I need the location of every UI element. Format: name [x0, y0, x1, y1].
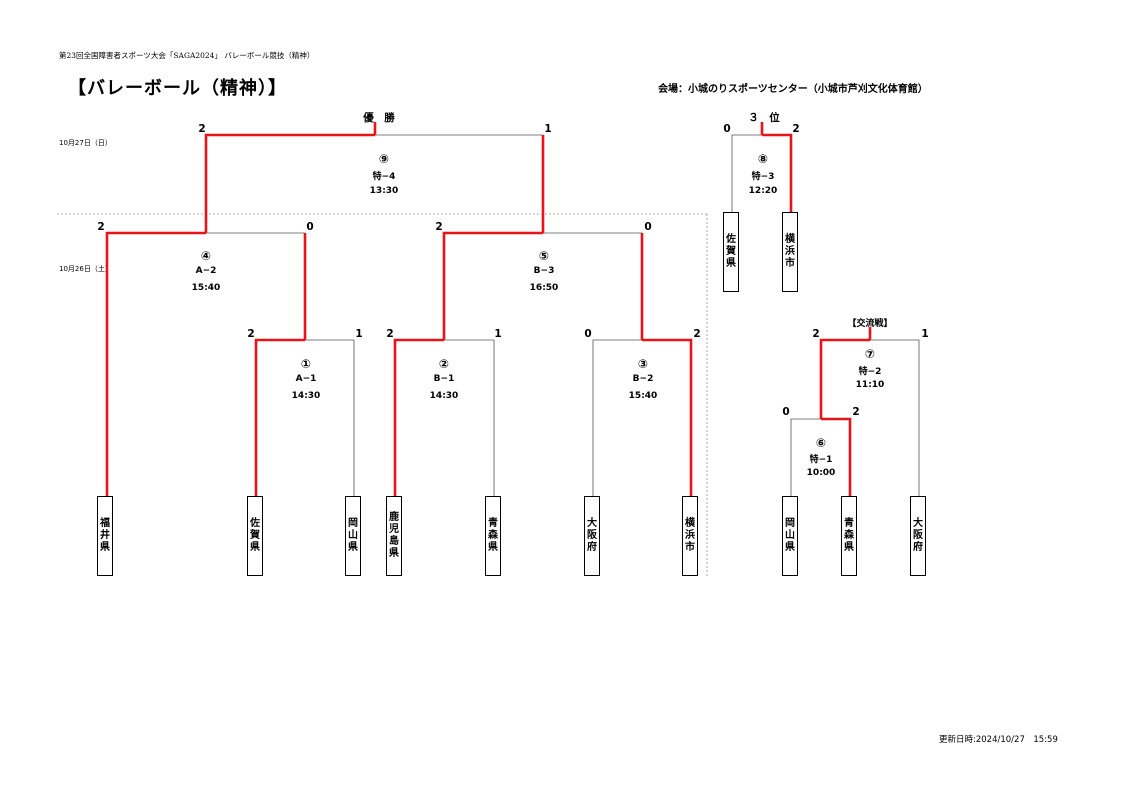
- m1-score-right: 1: [355, 328, 363, 340]
- m4-time: 15:40: [191, 283, 221, 293]
- m3-code: B−2: [632, 374, 654, 384]
- m6-score-right: 2: [852, 406, 860, 418]
- m6-score-left: 0: [782, 406, 790, 418]
- team-name: 青森県: [844, 518, 854, 553]
- m5-score-right: 0: [644, 221, 652, 233]
- m2-code: B−1: [433, 374, 455, 384]
- m3-time: 15:40: [628, 391, 658, 401]
- m7-loser-line: [870, 339, 920, 497]
- m2-loser-line: [444, 339, 495, 497]
- team-box-kagoshima: 鹿児島県: [386, 496, 402, 576]
- m7-winner-line: [819, 338, 870, 419]
- date-day1: 10月26日（土）: [59, 265, 112, 273]
- m1-code: A−1: [295, 374, 317, 384]
- m9-code: 特−4: [372, 172, 396, 182]
- third-place-label: ３ 位: [748, 112, 780, 124]
- team-name: 青森県: [488, 518, 498, 553]
- team-name: 岡山県: [785, 518, 795, 553]
- m8-code: 特−3: [751, 172, 775, 182]
- m1-number: ①: [300, 357, 312, 371]
- team-name: 佐賀県: [726, 234, 736, 269]
- m3-loser-line: [592, 339, 642, 497]
- m4-score-right: 0: [306, 221, 314, 233]
- page-title: 【バレーボール（精神）】: [68, 78, 287, 99]
- m4-number: ④: [200, 249, 212, 263]
- champion-label: 優 勝: [363, 112, 395, 124]
- exchange-label: 【交流戦】: [847, 319, 893, 329]
- m8-time: 12:20: [748, 186, 778, 196]
- team-name: 横浜市: [785, 234, 795, 269]
- m9-score-left: 2: [198, 123, 206, 135]
- m1-score-left: 2: [247, 328, 255, 340]
- m7-number: ⑦: [864, 347, 876, 361]
- m3-number: ③: [637, 357, 649, 371]
- m7-code: 特−2: [858, 367, 882, 377]
- team-box-aomori: 青森県: [485, 496, 501, 576]
- m6-time: 10:00: [806, 468, 836, 478]
- m2-score-right: 1: [494, 328, 502, 340]
- m8-winner-line: [762, 133, 793, 213]
- m6-number: ⑥: [815, 436, 827, 450]
- m5-code: B−3: [533, 266, 555, 276]
- team-box-exchange-osaka: 大阪府: [910, 496, 926, 576]
- team-box-saga: 佐賀県: [247, 496, 263, 576]
- team-box-exchange-aomori: 青森県: [841, 496, 857, 576]
- team-name: 鹿児島県: [389, 512, 399, 559]
- m1-time: 14:30: [291, 391, 321, 401]
- m4-winner-line: [105, 231, 206, 497]
- m7-time: 11:10: [855, 380, 885, 390]
- m5-number: ⑤: [538, 249, 550, 263]
- m4-code: A−2: [195, 266, 217, 276]
- m5-time: 16:50: [529, 283, 559, 293]
- m2-time: 14:30: [429, 391, 459, 401]
- team-box-exchange-okayama: 岡山県: [782, 496, 798, 576]
- m8-number: ⑧: [757, 152, 769, 166]
- m6-loser-line: [790, 418, 821, 497]
- m7-score-left: 2: [812, 328, 820, 340]
- team-box-third-yokohama: 横浜市: [782, 212, 798, 292]
- venue-label: 会場：小城のりスポーツセンター（小城市芦刈文化体育館）: [658, 84, 928, 95]
- m2-score-left: 2: [386, 328, 394, 340]
- m9-winner-line: [204, 133, 375, 233]
- team-name: 福井県: [100, 518, 110, 553]
- team-box-third-saga: 佐賀県: [723, 212, 739, 292]
- date-day2: 10月27日（日）: [59, 139, 112, 147]
- team-name: 岡山県: [348, 518, 358, 553]
- m1-loser-line: [305, 339, 355, 497]
- team-box-osaka: 大阪府: [584, 496, 600, 576]
- m5-winner-line: [442, 231, 543, 340]
- team-name: 大阪府: [913, 518, 923, 553]
- m3-score-left: 0: [584, 328, 592, 340]
- team-box-yokohama: 横浜市: [682, 496, 698, 576]
- m2-winner-line: [393, 338, 444, 497]
- team-name: 横浜市: [685, 518, 695, 553]
- m2-number: ②: [438, 357, 450, 371]
- m3-score-right: 2: [693, 328, 701, 340]
- m6-code: 特−1: [809, 455, 833, 465]
- m8-score-left: 0: [723, 123, 731, 135]
- m9-score-right: 1: [544, 123, 552, 135]
- team-name: 大阪府: [587, 518, 597, 553]
- team-box-fukui: 福井県: [97, 496, 113, 576]
- m7-score-right: 1: [921, 328, 929, 340]
- updated-timestamp: 更新日時:2024/10/27 15:59: [939, 735, 1058, 745]
- m5-score-left: 2: [435, 221, 443, 233]
- team-box-okayama: 岡山県: [345, 496, 361, 576]
- m6-winner-line: [821, 417, 852, 497]
- team-name: 佐賀県: [250, 518, 260, 553]
- m8-score-right: 2: [792, 123, 800, 135]
- m4-score-left: 2: [97, 221, 105, 233]
- m9-number: ⑨: [378, 152, 390, 166]
- m1-winner-line: [254, 338, 305, 497]
- m8-loser-line: [731, 134, 762, 213]
- m3-winner-line: [642, 338, 693, 497]
- page-subtitle: 第23回全国障害者スポーツ大会「SAGA2024」 バレーボール競技（精神）: [59, 51, 315, 60]
- m9-time: 13:30: [369, 186, 399, 196]
